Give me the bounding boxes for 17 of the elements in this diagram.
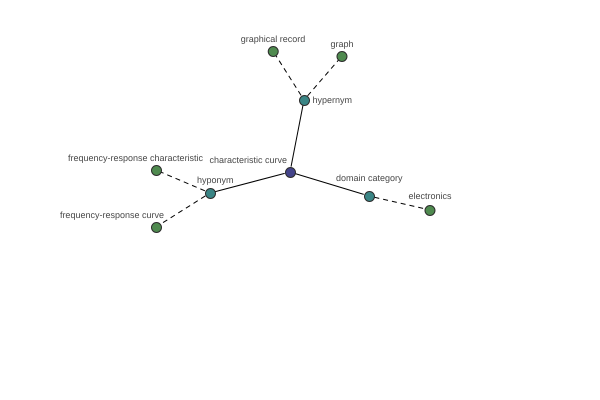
dashed-connector xyxy=(374,196,426,210)
dashed-connector xyxy=(275,55,302,96)
node-label: domain category xyxy=(336,172,403,184)
connector-line xyxy=(214,172,286,192)
dashed-connector xyxy=(160,172,206,192)
node-label: electronics xyxy=(408,190,452,202)
node-label: characteristic curve xyxy=(209,154,287,166)
node-label: graphical record xyxy=(240,34,306,44)
node-label: graph xyxy=(330,38,354,50)
node-label: hypernym xyxy=(312,94,352,106)
node-label: frequency-response characteristic xyxy=(68,152,204,164)
connector-line xyxy=(294,173,364,195)
connector-line xyxy=(290,104,304,168)
node-label: hyponym xyxy=(197,174,234,186)
dashed-connector xyxy=(307,60,339,96)
node-label: frequency-response curve xyxy=(60,210,164,220)
dashed-connector xyxy=(160,195,206,225)
